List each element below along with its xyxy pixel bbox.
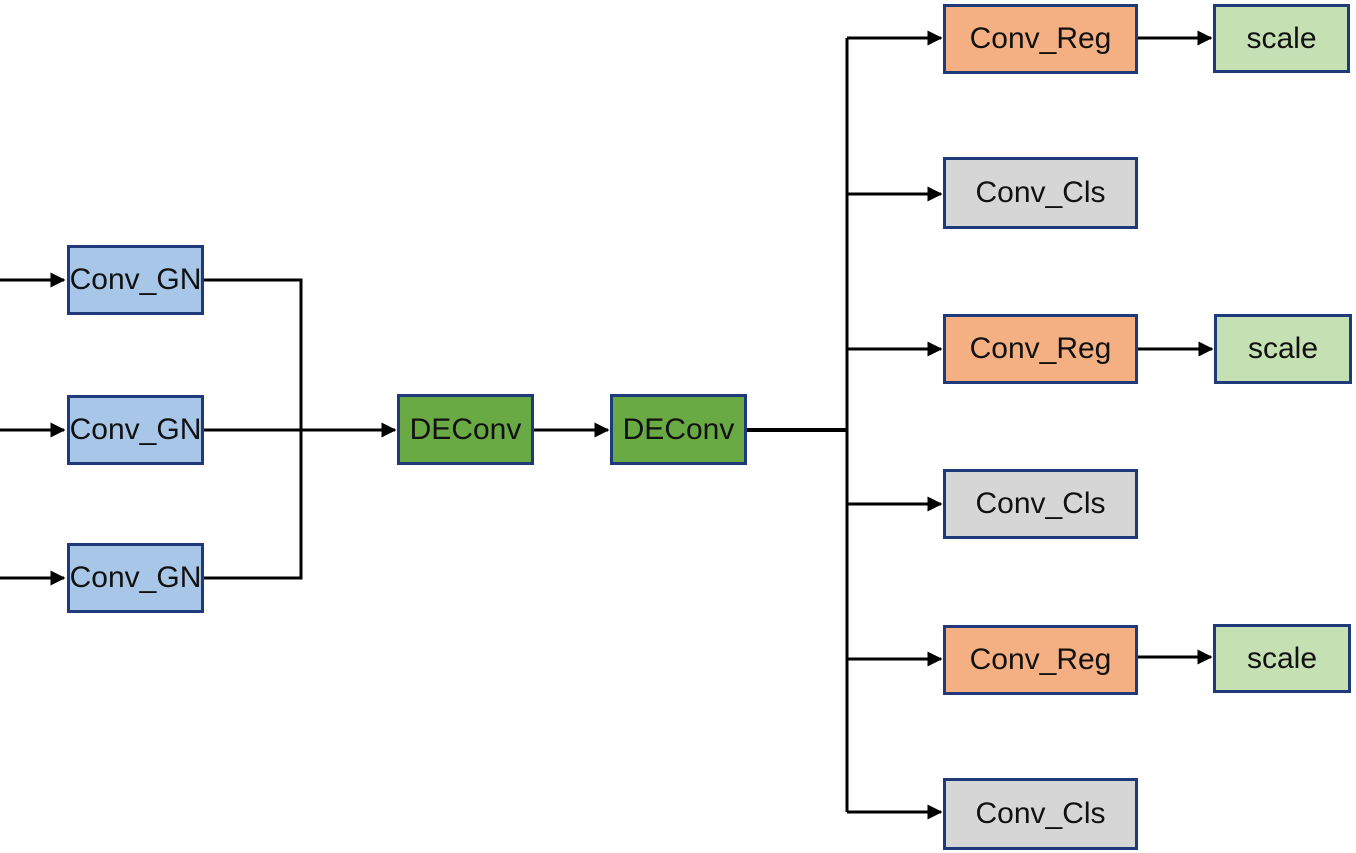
deconv-block-1: DEConv — [397, 394, 534, 465]
conv-gn-block-1: Conv_GN — [67, 245, 204, 315]
conv-cls-block-1: Conv_Cls — [943, 157, 1138, 229]
scale-block-2: scale — [1214, 314, 1352, 384]
scale-block-3: scale — [1213, 624, 1351, 693]
conv-cls-block-3: Conv_Cls — [943, 778, 1138, 850]
scale-block-1: scale — [1213, 4, 1350, 73]
conv-gn-block-3: Conv_GN — [67, 543, 204, 613]
deconv-block-2: DEConv — [610, 394, 747, 465]
conv-gn-block-2: Conv_GN — [67, 395, 204, 465]
conv-reg-block-3: Conv_Reg — [943, 625, 1138, 695]
conv-reg-block-1: Conv_Reg — [943, 4, 1138, 74]
conv-reg-block-2: Conv_Reg — [943, 314, 1138, 384]
conv-cls-block-2: Conv_Cls — [943, 469, 1138, 539]
